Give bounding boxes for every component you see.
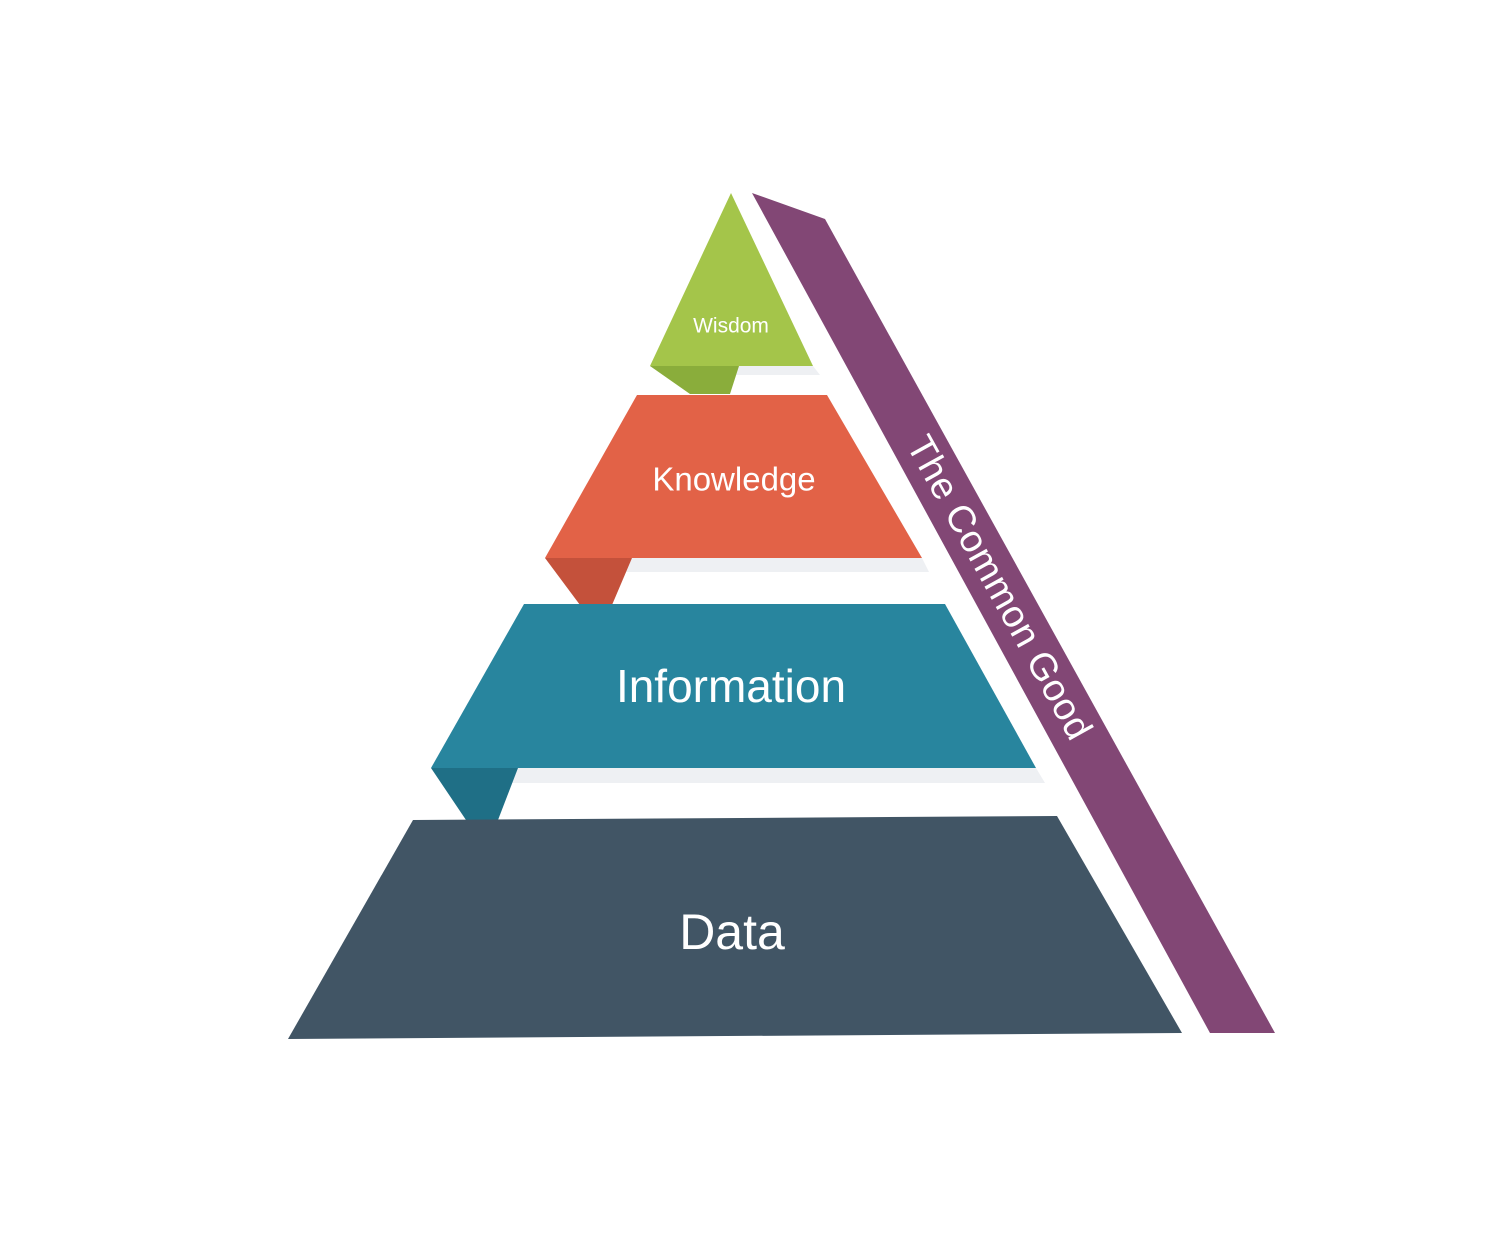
data-label: Data xyxy=(679,904,785,960)
wisdom-tier xyxy=(650,193,813,366)
wisdom-shadow xyxy=(728,366,820,375)
information-tier xyxy=(431,604,1036,768)
knowledge-tier xyxy=(545,395,922,558)
knowledge-label: Knowledge xyxy=(652,461,815,498)
wisdom-label: Wisdom xyxy=(693,315,769,338)
data-tier xyxy=(288,816,1182,1039)
common-good-band xyxy=(752,193,1275,1033)
information-shadow xyxy=(500,768,1045,783)
knowledge-fold xyxy=(545,558,632,605)
wisdom-fold xyxy=(650,366,739,394)
knowledge-shadow xyxy=(620,558,929,572)
information-label: Information xyxy=(616,660,846,712)
information-fold xyxy=(431,768,518,820)
